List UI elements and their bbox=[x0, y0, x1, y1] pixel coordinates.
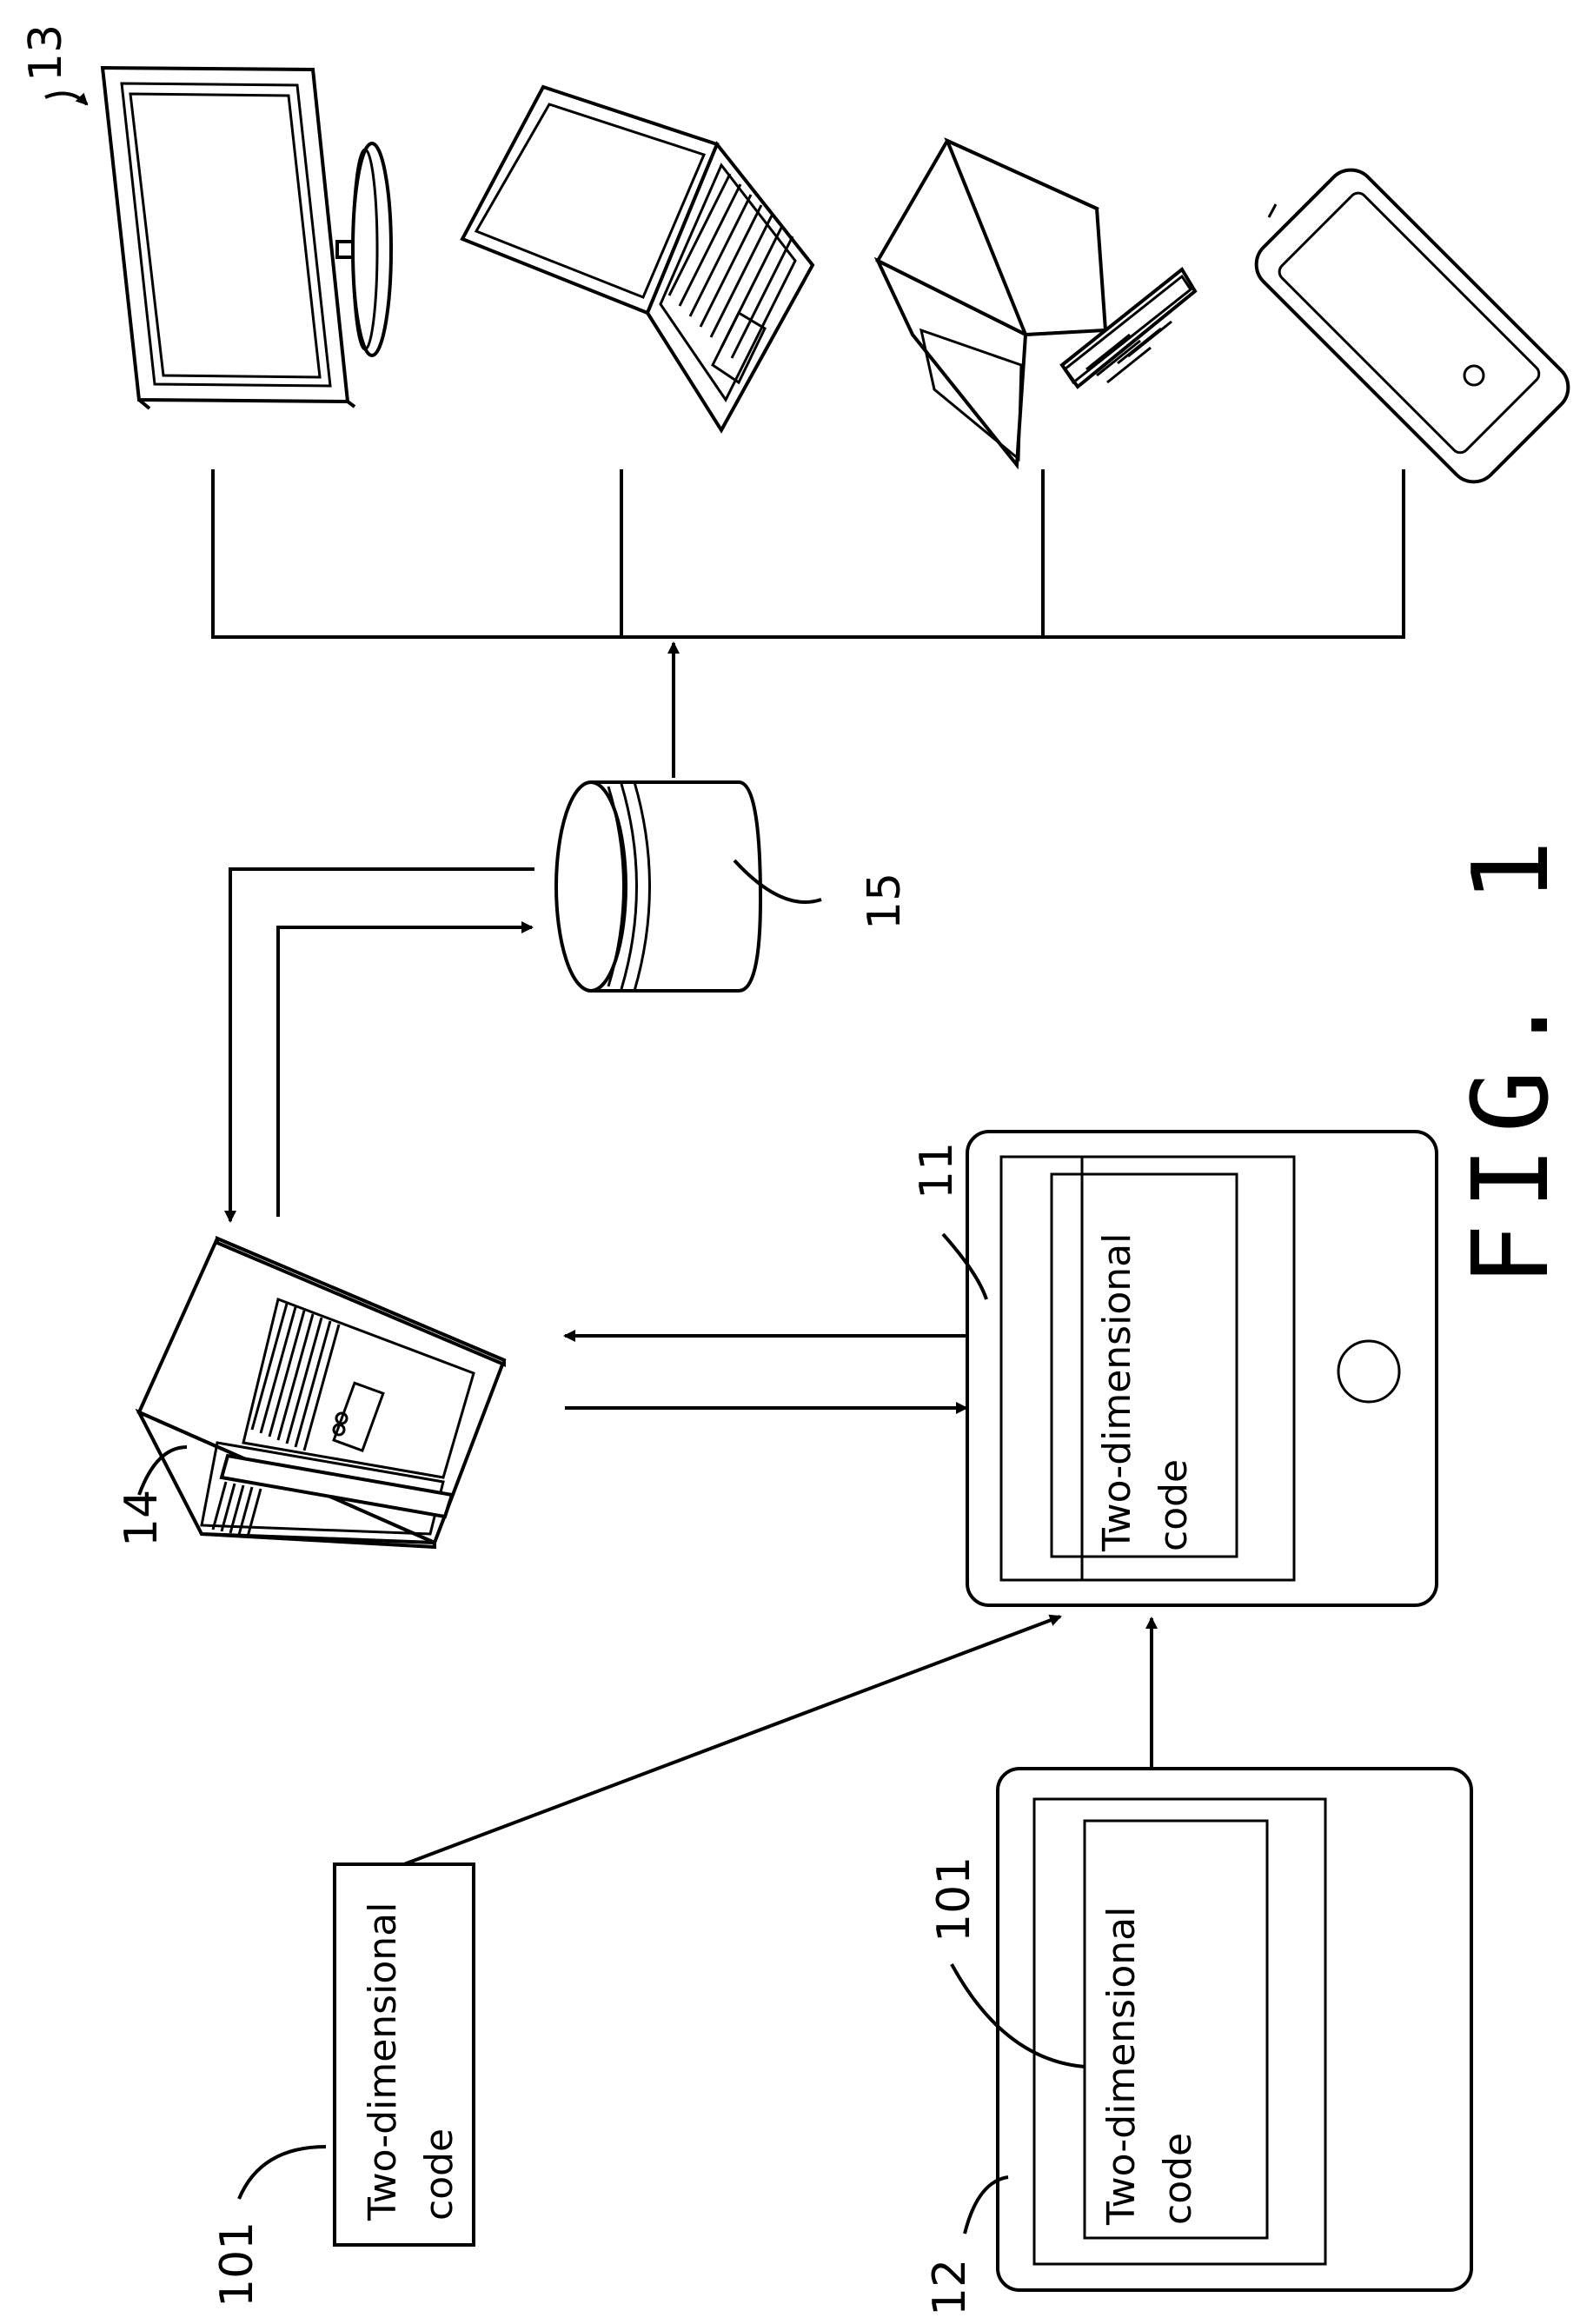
server-icon bbox=[139, 1238, 504, 1547]
code-card: Two-dimensional code bbox=[335, 1864, 474, 2245]
svg-text:code: code bbox=[1156, 2133, 1200, 2225]
server-to-database-arrow bbox=[278, 927, 532, 1217]
svg-text:Two-dimensional: Two-dimensional bbox=[361, 1902, 405, 2221]
ref-14-label: 14 bbox=[116, 1490, 168, 1547]
svg-text:code: code bbox=[1152, 1459, 1196, 1551]
database-to-server-arrow bbox=[230, 869, 534, 1221]
smartphone-icon bbox=[1246, 160, 1578, 492]
svg-text:Two-dimensional: Two-dimensional bbox=[1095, 1233, 1139, 1552]
ref-13-leader bbox=[45, 94, 87, 105]
figure-label: FIG. 1 bbox=[1451, 827, 1572, 1286]
network-bus bbox=[211, 469, 1405, 637]
desktop-computer-icon bbox=[878, 141, 1195, 465]
database-icon bbox=[556, 782, 760, 991]
laptop-icon bbox=[462, 87, 813, 430]
ref-12-label: 12 bbox=[924, 2259, 976, 2316]
svg-text:code: code bbox=[417, 2128, 461, 2221]
tablet-icon bbox=[967, 1132, 1437, 1605]
mobile-device-icon bbox=[998, 1769, 1471, 2290]
ref-101-card-leader bbox=[239, 2147, 326, 2199]
card-to-tablet-arrow bbox=[404, 1617, 1060, 1864]
ref-13-label: 13 bbox=[20, 24, 72, 82]
ref-11-label: 11 bbox=[911, 1142, 963, 1199]
ref-15-label: 15 bbox=[859, 873, 911, 930]
ref-101-card-label: 101 bbox=[211, 2221, 263, 2307]
monitor-icon bbox=[103, 68, 391, 408]
ref-101-screen-label: 101 bbox=[928, 1856, 980, 1942]
svg-text:Two-dimensional: Two-dimensional bbox=[1099, 1907, 1144, 2226]
